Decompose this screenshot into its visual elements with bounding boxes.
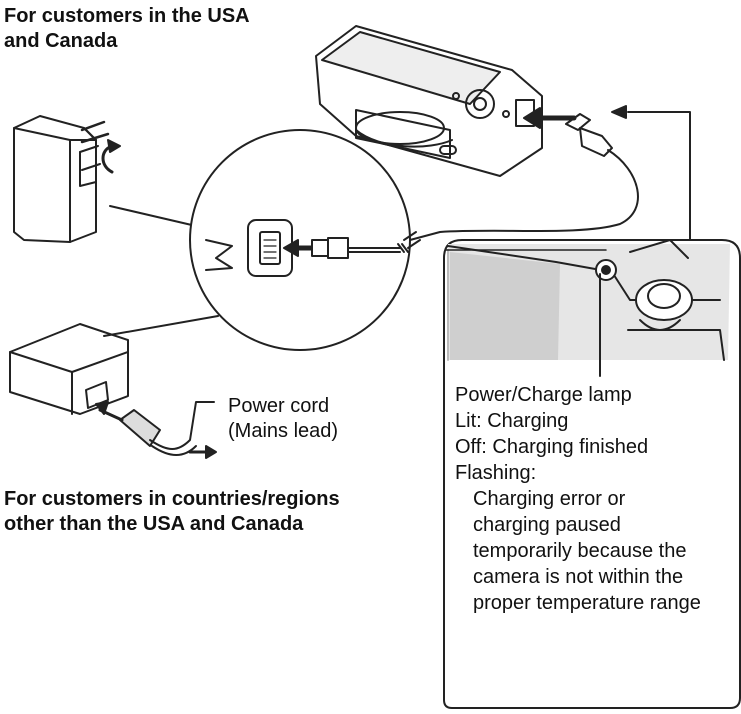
heading-usa-line-2: and Canada	[4, 30, 118, 52]
heading-usa-canada: For customers in the USA and Canada	[4, 4, 250, 54]
lamp-status-legend: Power/Charge lamp Lit: Charging Off: Cha…	[455, 382, 701, 616]
camera-body	[315, 25, 543, 177]
lamp-off-status: Off: Charging finished	[455, 436, 649, 458]
heading-other-regions: For customers in countries/regions other…	[4, 487, 340, 537]
flashing-detail-line: camera is not within the	[473, 566, 684, 588]
heading-other-line-1: For customers in countries/regions	[4, 488, 340, 510]
heading-other-line-2: other than the USA and Canada	[4, 513, 304, 535]
flashing-detail-line: Charging error or	[473, 488, 626, 510]
power-cord-label-line-1: Power cord	[228, 395, 330, 417]
lamp-lit-status: Lit: Charging	[455, 410, 569, 432]
flashing-detail-line: proper temperature range	[473, 592, 701, 614]
usa-ac-adapter	[13, 115, 110, 243]
usb-magnifier-callout	[103, 129, 411, 351]
lamp-flashing-status: Flashing:	[455, 462, 537, 484]
power-cord-label-line-2: (Mains lead)	[228, 420, 339, 442]
flashing-detail-line: temporarily because the	[473, 540, 687, 562]
heading-usa-line-1: For customers in the USA	[4, 5, 250, 27]
intl-ac-adapter	[9, 323, 129, 415]
lamp-title: Power/Charge lamp	[455, 384, 632, 406]
flashing-detail-line: charging paused	[473, 514, 621, 536]
power-cord-label: Power cord (Mains lead)	[228, 394, 338, 444]
power-cord	[95, 401, 217, 459]
usb-cable	[403, 113, 639, 249]
lamp-detail-panel	[443, 239, 741, 709]
